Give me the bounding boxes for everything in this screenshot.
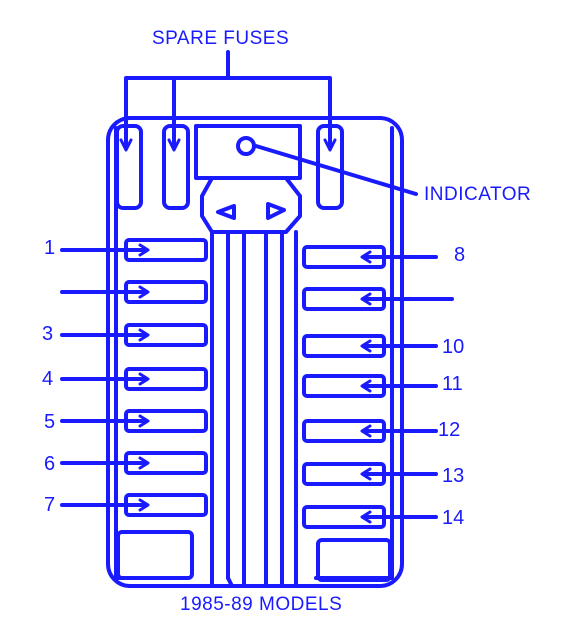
fuse-box-housing — [106, 116, 404, 588]
fuse-arrow-left — [138, 243, 150, 257]
fuse-number-label: 5 — [44, 411, 56, 433]
indicator-leader — [254, 144, 418, 196]
fuse-arrow-right — [360, 339, 372, 353]
fuse-number-label: 8 — [454, 244, 466, 266]
fuse-box-inner-border — [114, 126, 394, 580]
fuse-number-label: 12 — [438, 419, 461, 441]
spare-fuse-arrow — [119, 138, 133, 152]
fuse-arrow-left — [138, 456, 150, 470]
spare-fuse-arrow — [167, 138, 181, 152]
fuse-arrow-left — [138, 328, 150, 342]
center-channel-base — [226, 576, 234, 588]
right-fuse-column — [302, 245, 454, 529]
indicator-label: INDICATOR — [424, 184, 532, 205]
fuse-number-label: 14 — [442, 507, 465, 529]
fuse-number-label: 13 — [442, 465, 465, 487]
spare-fuse-slot-1 — [115, 124, 143, 210]
bottom-block-right — [316, 538, 392, 582]
indicator-lamp — [236, 136, 256, 156]
fuse-arrow-left — [138, 372, 150, 386]
fuse-arrow-right — [360, 424, 372, 438]
fuse-number-label: 11 — [442, 373, 463, 395]
fuse-arrow-right — [360, 292, 372, 306]
fuse-arrow-right — [360, 510, 372, 524]
center-connector — [200, 176, 302, 234]
fuse-arrow-right — [360, 467, 372, 481]
fuse-arrow-left — [138, 285, 150, 299]
fuse-number-label: 1 — [44, 237, 56, 259]
fuse-number-label: 4 — [42, 368, 54, 390]
spare-fuse-arrow — [323, 138, 337, 152]
fuse-arrow-left — [138, 414, 150, 428]
left-fuse-column — [60, 238, 208, 517]
fuse-number-label: 7 — [44, 494, 56, 516]
spare-fuses-label: SPARE FUSES — [152, 28, 290, 49]
bottom-block-left — [116, 530, 194, 580]
center-channel — [210, 230, 298, 588]
fuse-arrow-right — [360, 250, 372, 264]
spare-fuses-bracket — [124, 50, 332, 150]
models-label: 1985-89 MODELS — [180, 594, 343, 615]
fuse-arrow-left — [138, 498, 150, 512]
fuse-number-label: 10 — [442, 336, 465, 358]
fuse-number-label: 3 — [42, 323, 54, 345]
connector-detail — [216, 202, 286, 220]
fuse-number-label: 6 — [44, 453, 56, 475]
fuse-arrow-right — [360, 379, 372, 393]
